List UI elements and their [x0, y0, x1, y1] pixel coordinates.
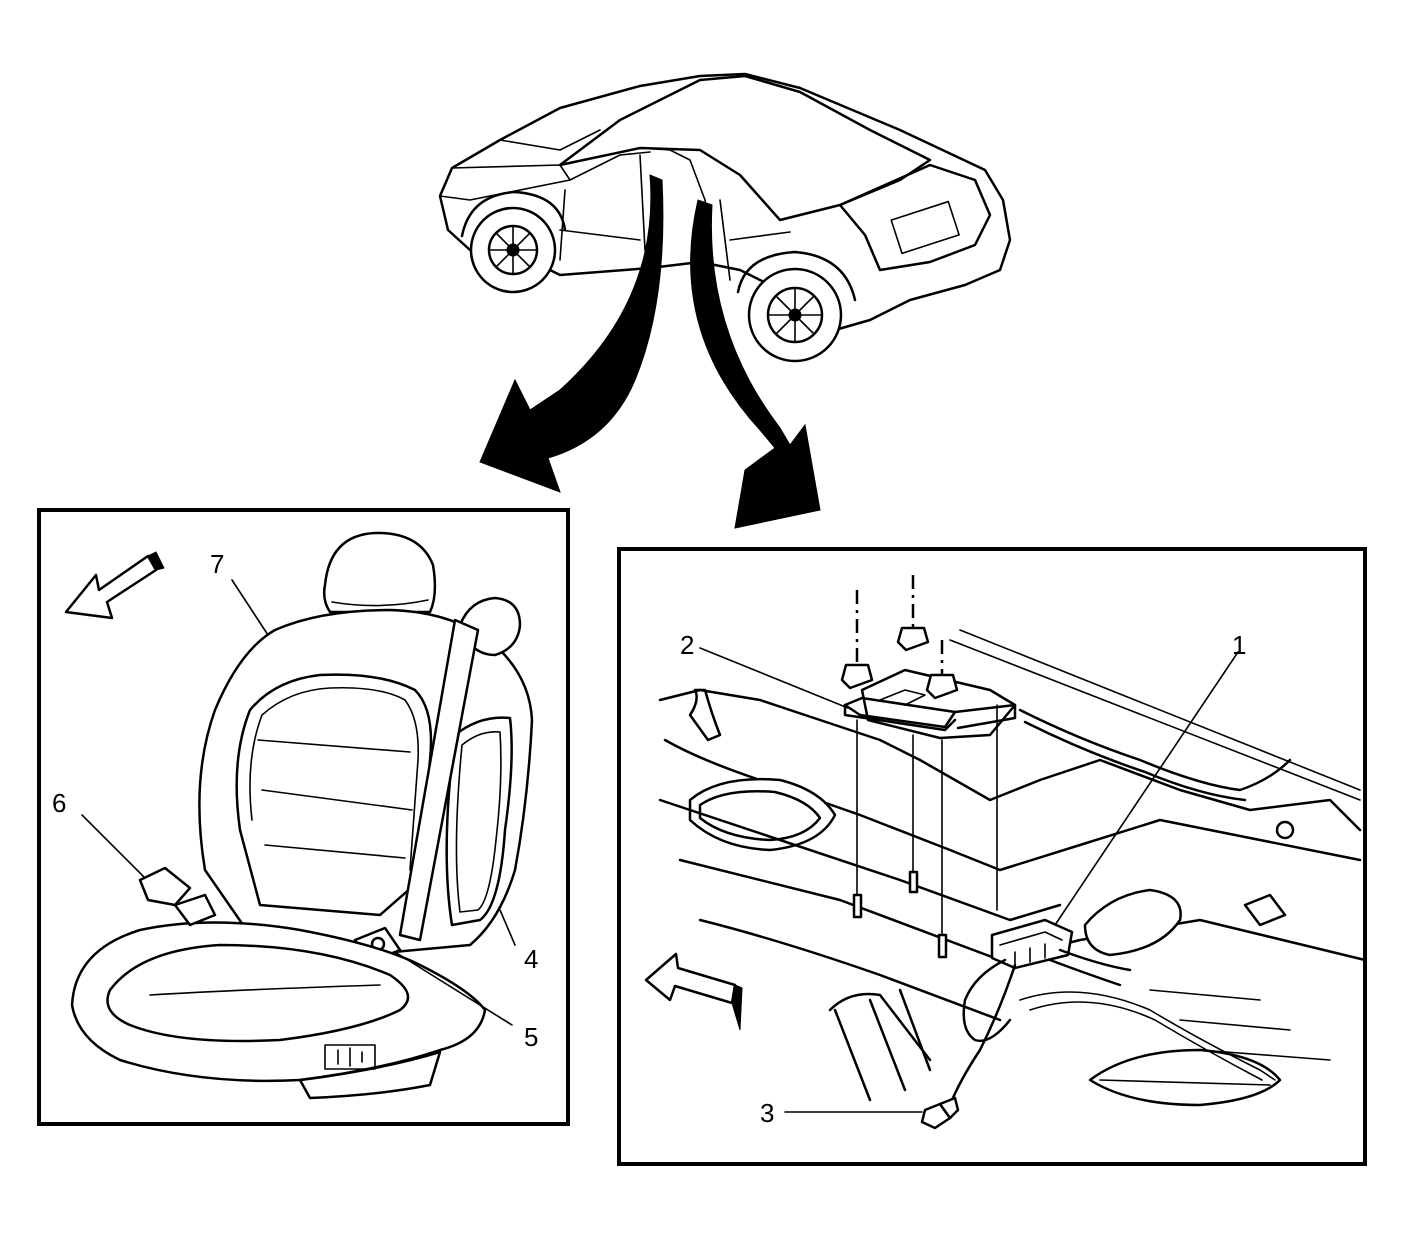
vehicle-illustration: [438, 72, 1012, 363]
callout-4: 4: [524, 944, 538, 974]
callout-6: 6: [52, 788, 66, 818]
callout-5: 5: [524, 1022, 538, 1052]
callout-1: 1: [1232, 630, 1246, 660]
right-curved-arrow: [690, 199, 821, 529]
forward-arrow-icon: [64, 551, 165, 620]
callout-2: 2: [680, 630, 694, 660]
forward-arrow-icon: [644, 952, 743, 1031]
callout-7: 7: [210, 549, 224, 579]
module-detail-panel: [617, 547, 1367, 1166]
seat-detail-panel: [37, 508, 570, 1126]
callout-3: 3: [760, 1098, 774, 1128]
left-curved-arrow: [479, 174, 664, 493]
